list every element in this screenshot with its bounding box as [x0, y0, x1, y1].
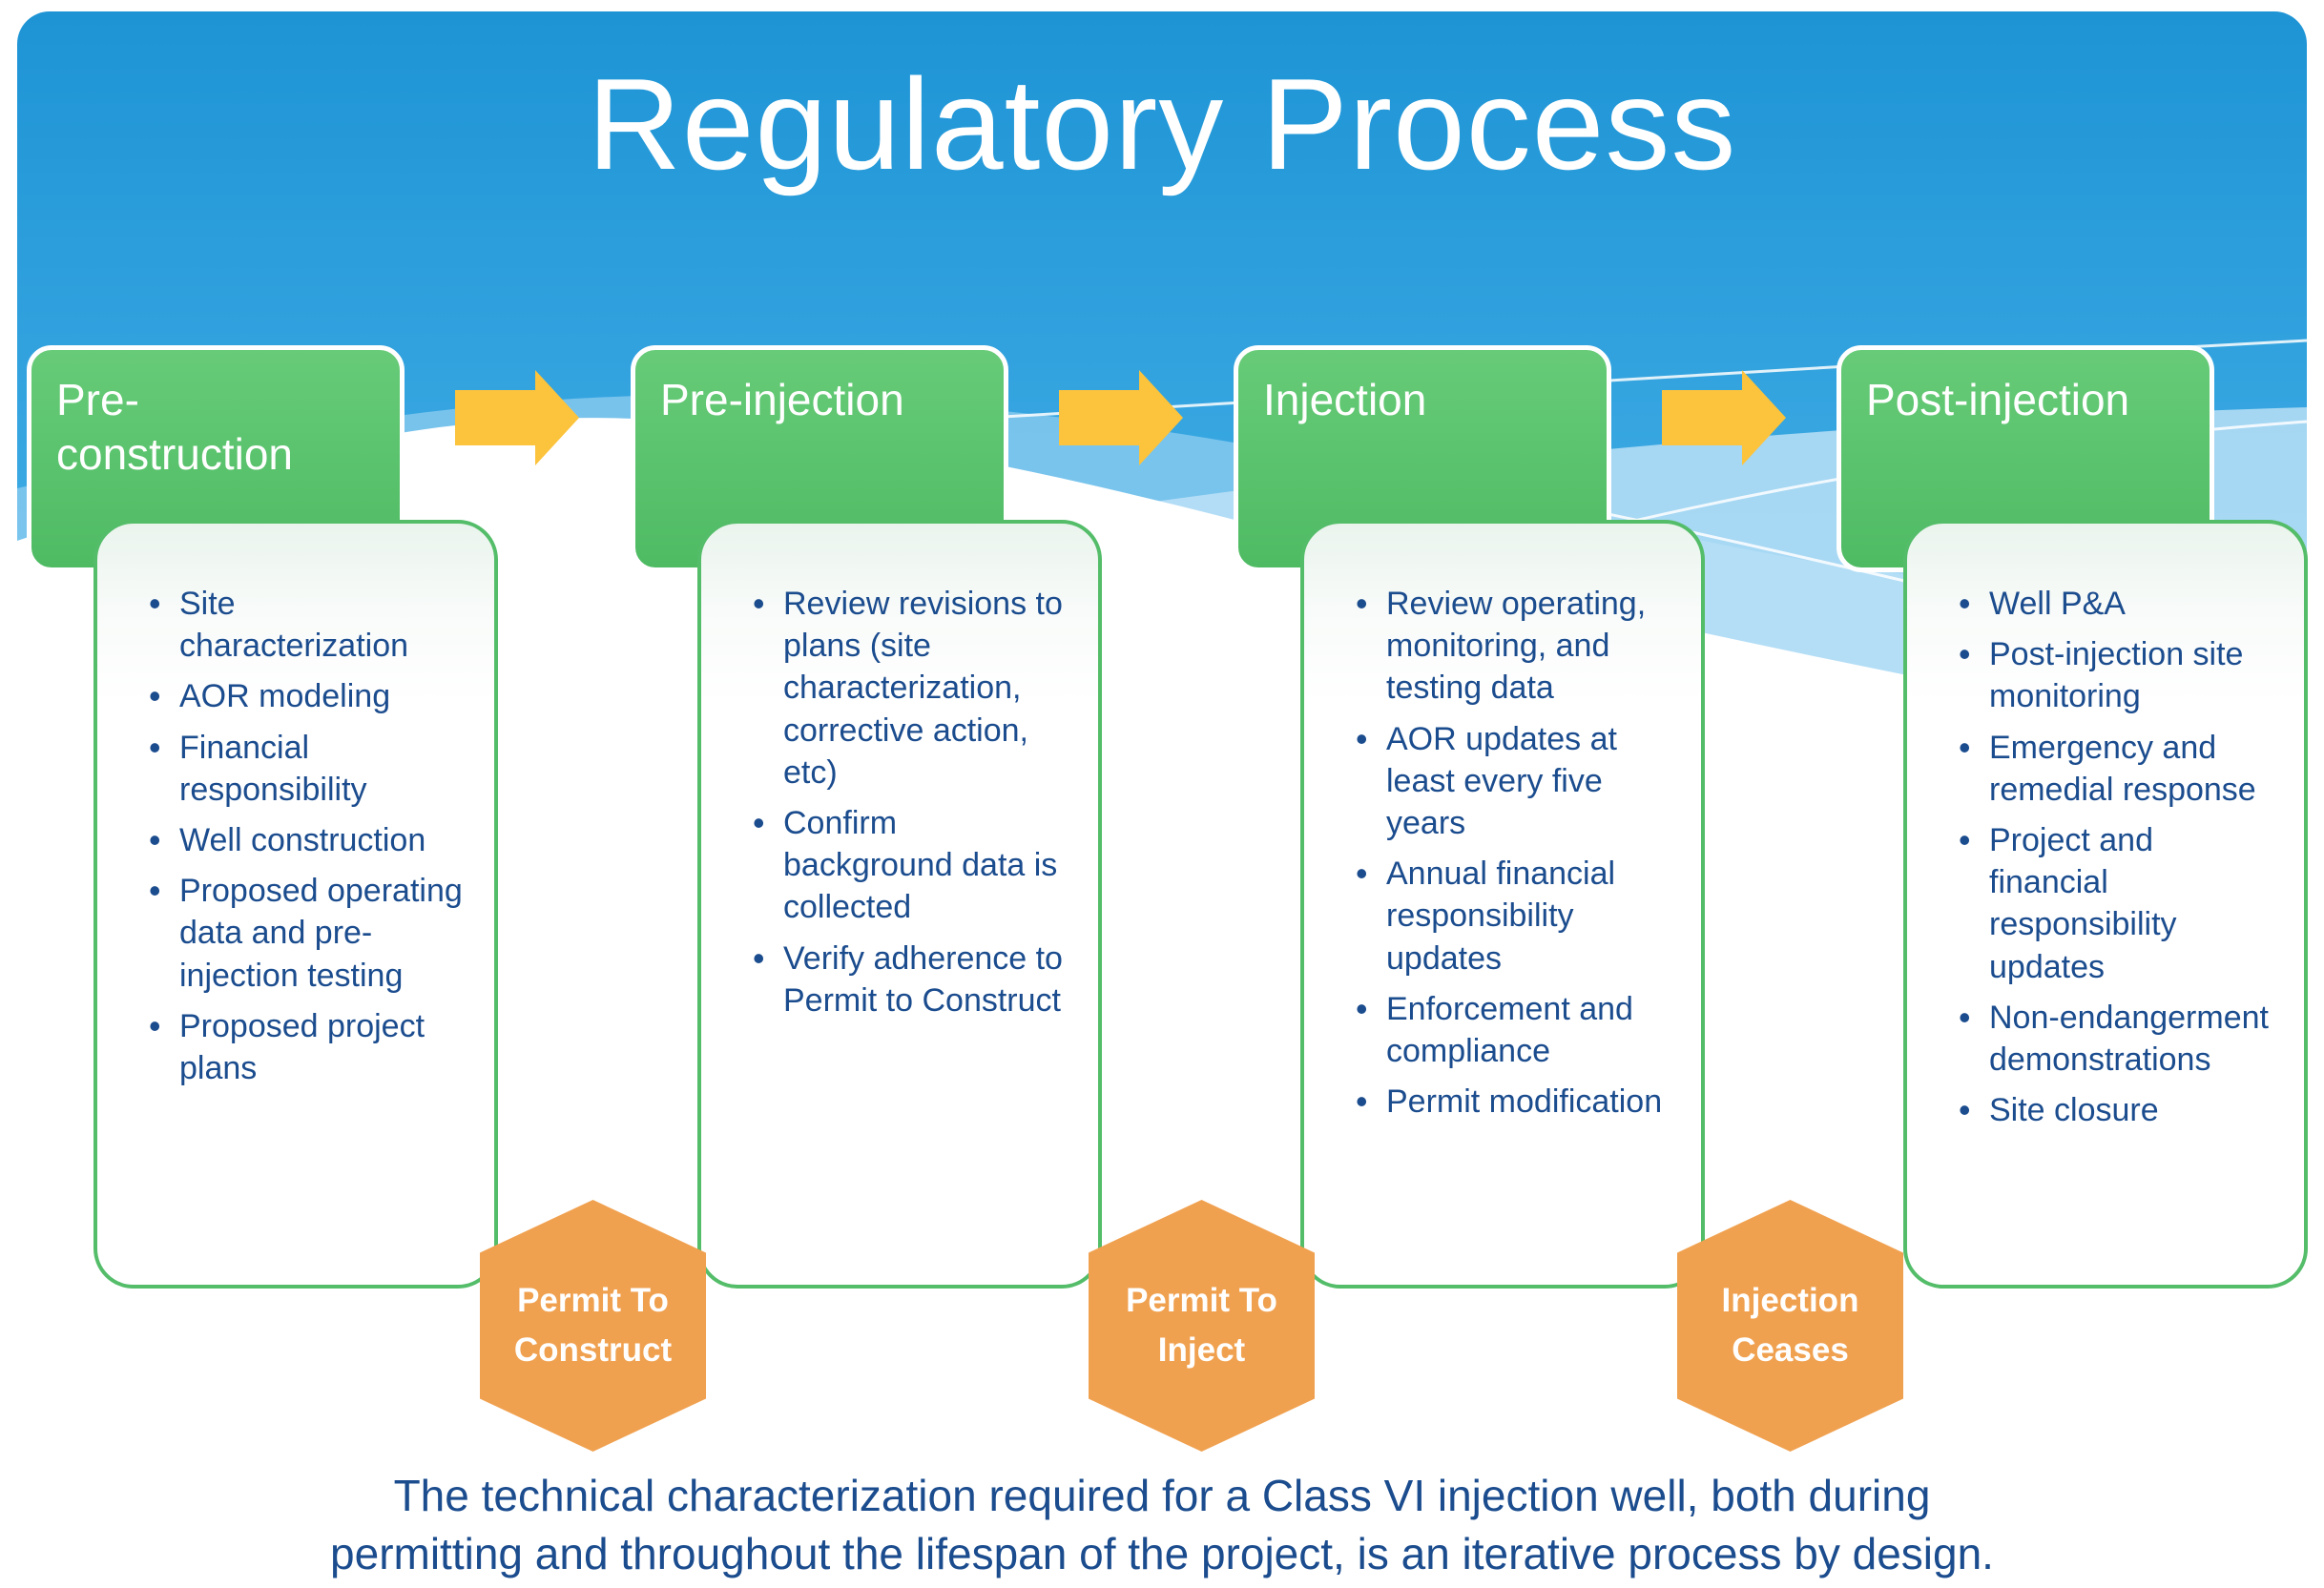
list-item: Review operating, monitoring, and testin…	[1350, 582, 1678, 710]
list-item: Annual financial responsibility updates	[1350, 852, 1678, 980]
stage-bullet-list: Review operating, monitoring, and testin…	[1304, 524, 1701, 1150]
stage-header-label: Injection	[1263, 375, 1427, 424]
list-item: Non-endangerment demonstrations	[1953, 996, 2281, 1081]
list-item: Well P&A	[1953, 582, 2281, 627]
list-item: Site closure	[1953, 1088, 2281, 1133]
milestone-label-line: Ceases	[1732, 1331, 1849, 1369]
caption-line: The technical characterization required …	[393, 1471, 1931, 1520]
stage-card-injection: Review operating, monitoring, and testin…	[1300, 520, 1705, 1289]
milestone-label-line: Injection	[1721, 1281, 1859, 1319]
list-item: Proposed operating data and pre-injectio…	[143, 869, 471, 997]
right-arrow-icon	[1059, 370, 1183, 465]
stage-card-post-injection: Well P&A Post-injection site monitoring …	[1903, 520, 2308, 1289]
list-item: Verify adherence to Permit to Construct	[747, 936, 1075, 1021]
milestone-label-line: Construct	[513, 1331, 673, 1369]
stage-header-label: Post-injection	[1866, 375, 2130, 424]
milestone-label-line: Permit To	[1126, 1281, 1277, 1319]
stage-bullet-list: Well P&A Post-injection site monitoring …	[1907, 524, 2304, 1159]
right-arrow-icon	[1662, 370, 1786, 465]
milestone-label-line: Permit To	[517, 1281, 669, 1319]
list-item: Review revisions to plans (site characte…	[747, 582, 1075, 794]
stage-header-label: Pre-injection	[660, 375, 904, 424]
stage-card-pre-construction: Site characterization AOR modeling Finan…	[93, 520, 498, 1289]
list-item: Emergency and remedial response	[1953, 726, 2281, 811]
list-item: AOR updates at least every five years	[1350, 717, 1678, 845]
list-item: Proposed project plans	[143, 1004, 471, 1089]
list-item: Project and financial responsibility upd…	[1953, 818, 2281, 988]
list-item: Post-injection site monitoring	[1953, 632, 2281, 717]
list-item: Well construction	[143, 818, 471, 863]
milestone-injection-ceases: Injection Ceases	[1677, 1200, 1903, 1452]
milestone-permit-to-construct: Permit To Construct	[480, 1200, 706, 1452]
milestone-permit-to-inject: Permit To Inject	[1089, 1200, 1315, 1452]
list-item: Financial responsibility	[143, 726, 471, 811]
caption-line: permitting and throughout the lifespan o…	[330, 1528, 1994, 1578]
stage-bullet-list: Review revisions to plans (site characte…	[701, 524, 1098, 1049]
wave-white-foreground	[17, 418, 2307, 817]
stage-header-label: Pre-construction	[56, 375, 294, 480]
list-item: Permit modification	[1350, 1080, 1678, 1124]
list-item: Site characterization	[143, 582, 471, 667]
list-item: Enforcement and compliance	[1350, 987, 1678, 1072]
stage-bullet-list: Site characterization AOR modeling Finan…	[97, 524, 494, 1117]
list-item: Confirm background data is collected	[747, 801, 1075, 929]
list-item: AOR modeling	[143, 674, 471, 719]
right-arrow-icon	[455, 370, 579, 465]
caption: The technical characterization required …	[0, 1467, 2324, 1582]
stage-card-pre-injection: Review revisions to plans (site characte…	[697, 520, 1102, 1289]
milestone-label-line: Inject	[1157, 1331, 1246, 1369]
page-title: Regulatory Process	[587, 52, 1737, 196]
